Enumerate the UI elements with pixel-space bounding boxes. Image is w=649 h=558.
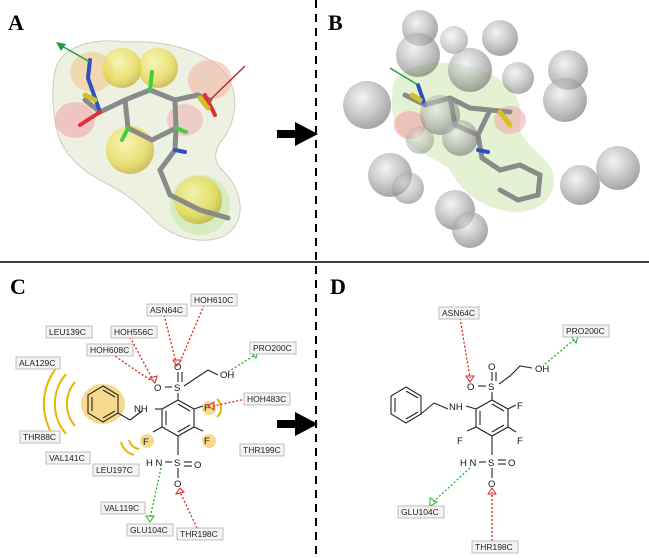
residue-label-c-4: HOH608C	[86, 343, 134, 357]
svg-text:VAL141C: VAL141C	[49, 453, 85, 463]
panel-d-interaction-diagram: O S O OH NH F F F H N S O O ASN64C PRO20…	[390, 306, 610, 554]
atom-o-down-d: O	[488, 479, 495, 490]
panel-a-molecule-render	[52, 40, 246, 241]
residue-label-c-13: GLU104C	[126, 523, 174, 537]
svg-text:ASN64C: ASN64C	[442, 308, 475, 318]
atom-o-top-d: O	[467, 382, 474, 393]
svg-text:GLU104C: GLU104C	[401, 507, 439, 517]
atom-oh-d: OH	[535, 364, 549, 375]
svg-text:LEU139C: LEU139C	[49, 327, 86, 337]
svg-text:HOH483C: HOH483C	[247, 394, 286, 404]
atom-f1-d: F	[517, 401, 523, 412]
atom-o-top-c: O	[154, 383, 161, 394]
svg-text:PRO200C: PRO200C	[566, 326, 605, 336]
arrow-top	[277, 122, 318, 146]
svg-text:THR198C: THR198C	[180, 529, 218, 539]
atom-o-up-c: O	[174, 362, 181, 373]
panel-c-interaction-diagram: O S O OH NH F F F H N S O O LEU139C ASN6…	[15, 293, 297, 541]
residue-label-c-10: THR199C	[239, 443, 285, 457]
residue-label-c-11: LEU197C	[92, 463, 140, 477]
hydrophobic-highlight-f1	[202, 401, 216, 415]
svg-text:THR198C: THR198C	[475, 542, 513, 552]
panel-letter-d: D	[330, 274, 346, 299]
atom-nh-c: NH	[134, 404, 148, 415]
residue-label-d-1: PRO200C	[562, 324, 610, 338]
svg-text:PRO200C: PRO200C	[253, 343, 292, 353]
residue-label-c-0: LEU139C	[45, 325, 93, 339]
residue-label-c-8: THR88C	[19, 430, 61, 444]
residue-label-d-0: ASN64C	[438, 306, 480, 320]
atom-o-right-d: O	[508, 458, 515, 469]
atom-hn-c: H N	[146, 458, 163, 469]
residue-label-d-2: GLU104C	[397, 505, 445, 519]
panel-letter-c: C	[10, 274, 26, 299]
residue-label-c-3: HOH556C	[110, 325, 158, 339]
residue-label-c-12: VAL119C	[100, 501, 146, 515]
atom-hn-d: H N	[460, 458, 477, 469]
svg-text:THR199C: THR199C	[243, 445, 281, 455]
hydrophobic-highlight-f3	[202, 434, 216, 448]
arrow-bottom	[277, 412, 318, 436]
svg-text:LEU197C: LEU197C	[96, 465, 133, 475]
hydrophobic-highlight-f2	[140, 434, 154, 448]
svg-text:HOH556C: HOH556C	[114, 327, 153, 337]
residue-label-d-3: THR198C	[471, 540, 519, 554]
panel-letter-b: B	[328, 10, 343, 35]
atom-f2-c: F	[143, 437, 149, 448]
svg-text:HOH610C: HOH610C	[194, 295, 233, 305]
svg-text:VAL119C: VAL119C	[104, 503, 139, 513]
atom-nh-d: NH	[449, 402, 463, 413]
panel-letter-a: A	[8, 10, 24, 35]
atom-s-bottom-d: S	[488, 458, 494, 469]
residue-label-c-7: HOH483C	[243, 392, 291, 406]
svg-text:THR88C: THR88C	[23, 432, 56, 442]
residue-label-c-1: ASN64C	[146, 303, 188, 317]
atom-s-bottom-c: S	[174, 458, 180, 469]
atom-f2-d: F	[457, 436, 463, 447]
atom-f3-d: F	[517, 436, 523, 447]
residue-label-c-9: VAL141C	[45, 451, 91, 465]
residue-label-c-6: PRO200C	[249, 341, 297, 355]
svg-text:ALA129C: ALA129C	[19, 358, 55, 368]
atom-oh-c: OH	[220, 370, 234, 381]
atom-f3-c: F	[204, 436, 210, 447]
svg-text:GLU104C: GLU104C	[130, 525, 168, 535]
atom-s-top-d: S	[488, 382, 494, 393]
panel-b-molecule-render	[343, 10, 640, 248]
atom-o-right-c: O	[194, 460, 201, 471]
svg-text:ASN64C: ASN64C	[150, 305, 183, 315]
residue-label-c-5: ALA129C	[15, 356, 61, 370]
atom-s-top-c: S	[174, 383, 180, 394]
atom-o-down-c: O	[174, 479, 181, 490]
svg-text:HOH608C: HOH608C	[90, 345, 129, 355]
atom-f1-c: F	[204, 403, 210, 414]
residue-label-c-14: THR198C	[176, 527, 224, 541]
atom-o-up-d: O	[488, 362, 495, 373]
hydrophobic-highlight-benzyl	[81, 384, 125, 424]
residue-label-c-2: HOH610C	[190, 293, 238, 307]
